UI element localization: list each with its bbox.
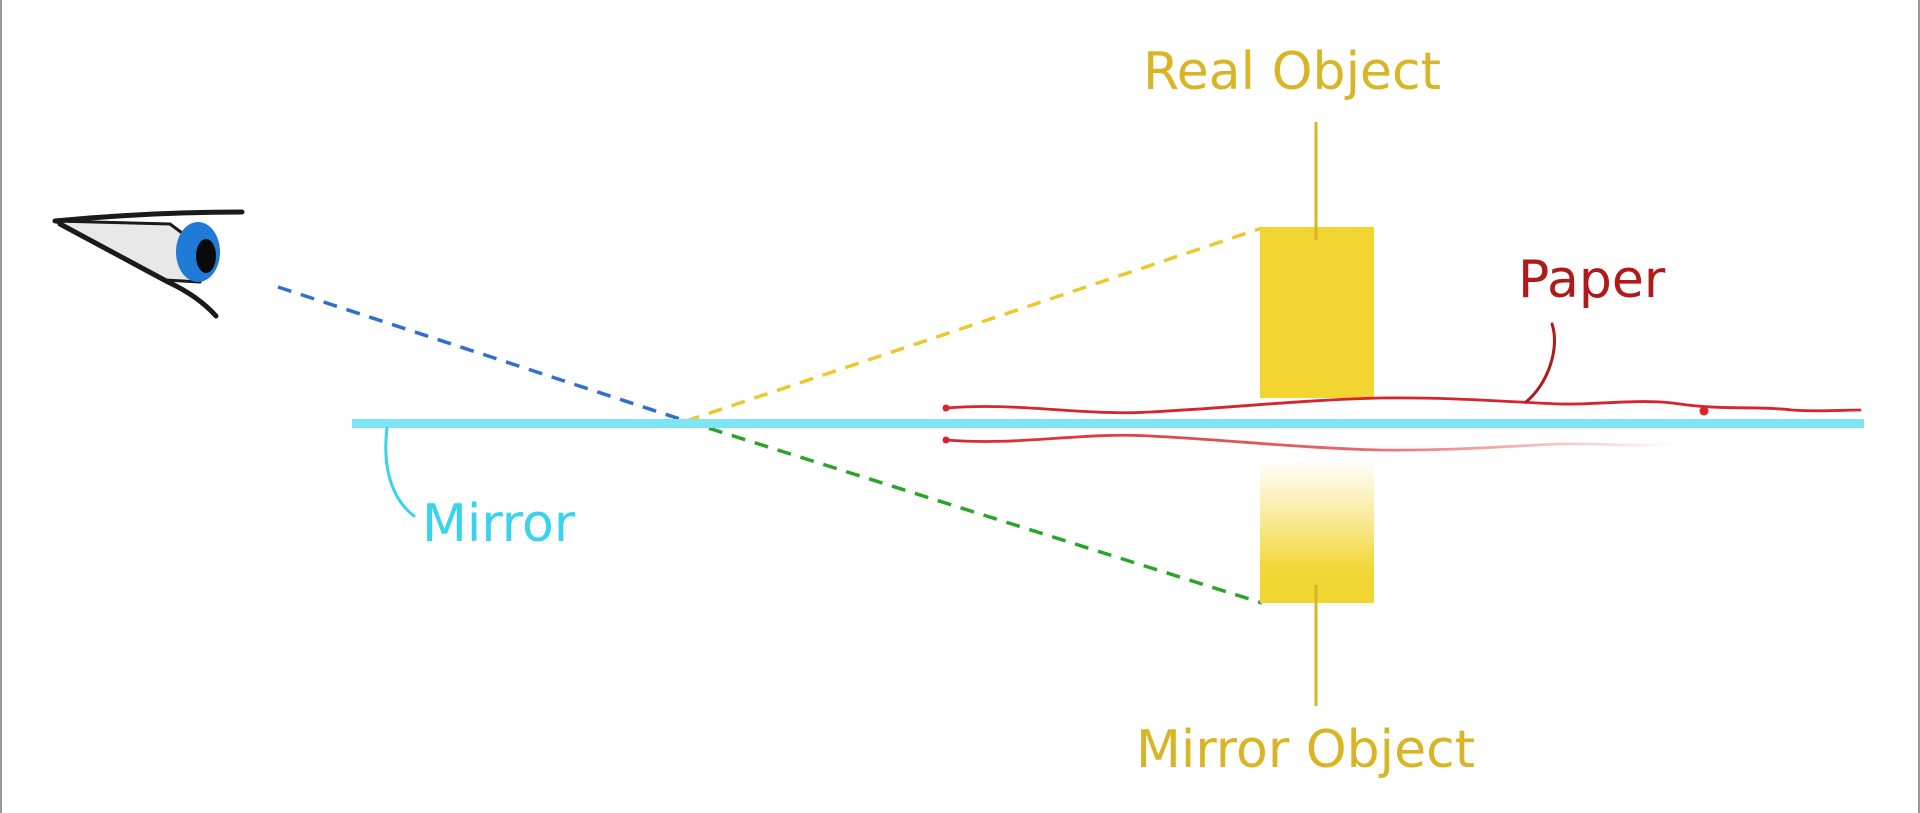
paper-end-right: [1699, 406, 1709, 416]
eye-icon: [52, 209, 245, 319]
real-object-label: Real Object: [1143, 42, 1441, 102]
eye-pupil: [196, 239, 216, 273]
mirror-object: [1260, 460, 1374, 603]
mirror-label: Mirror: [422, 494, 576, 554]
sight-line-eye: [277, 285, 687, 423]
mirror-leader-line: [384, 426, 416, 518]
paper-leader-line: [1524, 322, 1556, 404]
paper-reflection: [944, 433, 1682, 452]
eye-lower-lid: [57, 221, 219, 319]
paper-reflection-end-left: [942, 436, 950, 444]
real-object: [1260, 227, 1374, 398]
paper-outline: [944, 396, 1862, 415]
mirror-object-label: Mirror Object: [1136, 720, 1476, 780]
paper-end-left: [942, 404, 950, 412]
mirror-surface: [352, 419, 1864, 428]
eye-upper-lid: [52, 209, 245, 224]
sight-line-mirror-object: [685, 419, 1263, 605]
sight-line-real-object: [685, 226, 1263, 423]
paper-label: Paper: [1518, 250, 1666, 310]
